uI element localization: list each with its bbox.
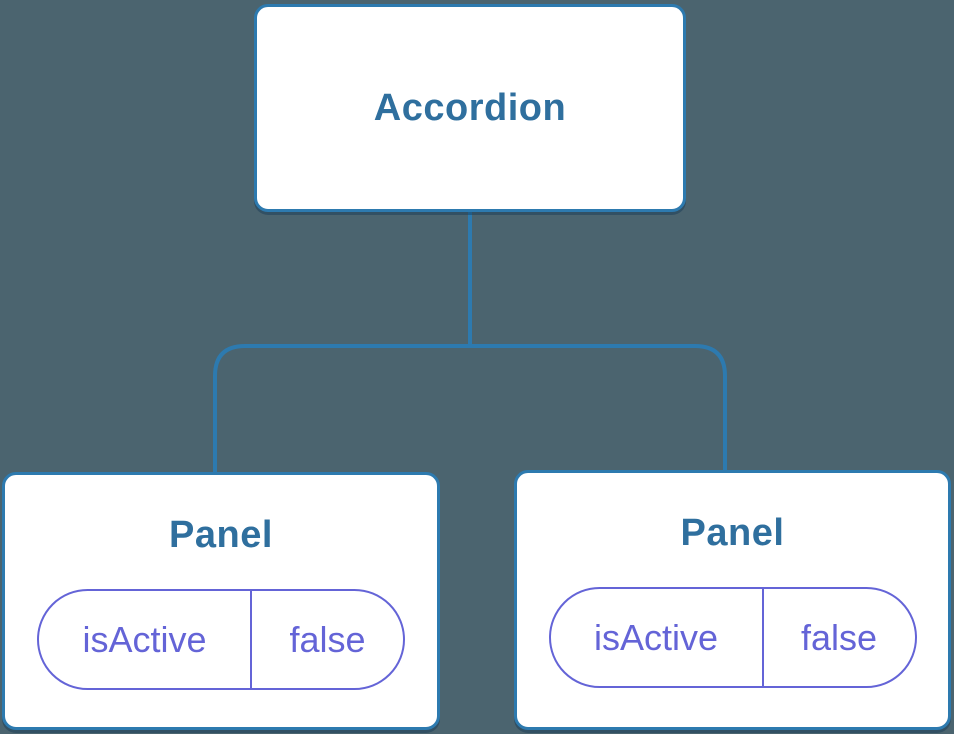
state-key-label: isActive [594,616,719,658]
state-key-cell: isActive [39,591,253,688]
accordion-node: Accordion [254,4,686,212]
panel-node-right: Panel isActive false [514,470,951,730]
state-value-label: false [801,616,878,658]
connector-bracket [213,344,727,473]
state-key-cell: isActive [551,589,764,686]
state-pill: isActive false [37,589,405,690]
state-value-cell: false [252,591,403,688]
panel-node-left: Panel isActive false [2,472,440,730]
state-value-cell: false [764,589,915,686]
accordion-label: Accordion [373,86,567,129]
state-pill: isActive false [548,587,917,688]
panel-label: Panel [169,514,273,556]
state-key-label: isActive [82,618,207,660]
state-value-label: false [289,618,366,660]
panel-label: Panel [680,512,785,554]
